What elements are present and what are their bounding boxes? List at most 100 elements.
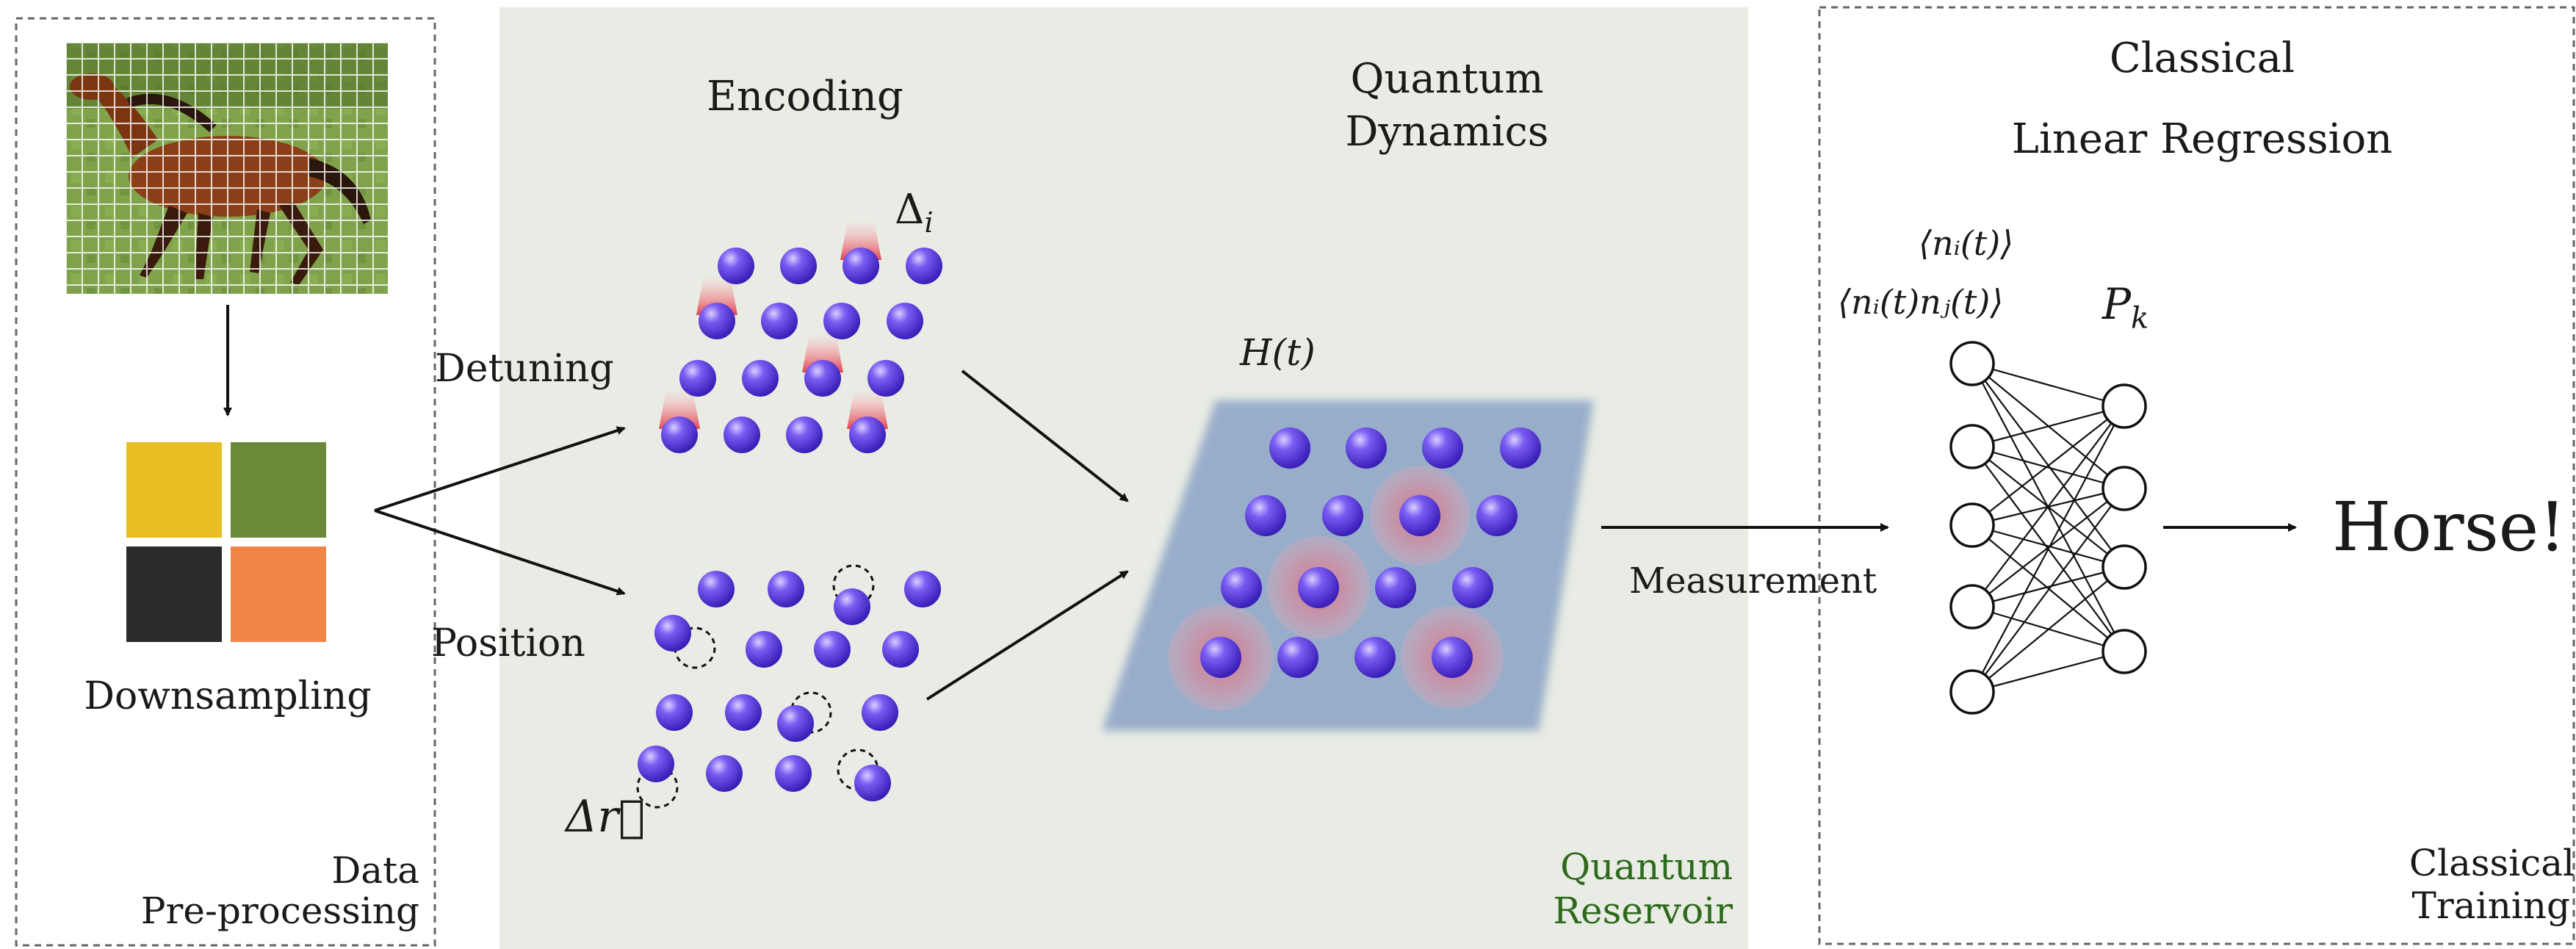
atom	[849, 416, 886, 453]
regression-weight-edge	[1971, 445, 2125, 490]
atom	[1269, 427, 1310, 469]
regression-weight-edge	[1971, 524, 2125, 569]
detuning-label: Detuning	[435, 347, 614, 391]
atom	[854, 765, 891, 801]
atom	[699, 303, 735, 339]
atom	[823, 303, 860, 339]
delta-i-label: Δi	[895, 186, 934, 239]
atom-array	[638, 248, 1541, 801]
input-feature-node	[1949, 341, 1995, 386]
atom	[867, 360, 904, 397]
detuning-beam	[840, 220, 881, 260]
atom	[1322, 495, 1363, 536]
regression-weight-edge	[1971, 566, 2125, 608]
output-node	[2101, 629, 2147, 674]
preprocessing-panel-label-line1: Data	[331, 849, 419, 892]
atom	[698, 571, 735, 607]
regression-weight-edge	[1971, 405, 2125, 607]
atom	[761, 303, 798, 339]
regression-weight-edge	[1971, 650, 2125, 693]
atom	[1422, 427, 1463, 469]
atom	[882, 631, 919, 668]
atom	[887, 303, 923, 339]
atom	[786, 416, 823, 453]
linear-regression-network	[1949, 341, 2147, 715]
atom	[724, 416, 760, 453]
atom	[1452, 567, 1493, 608]
downsample-cell-black	[126, 546, 222, 642]
detuning-beam	[847, 389, 888, 429]
dynamics-title-line2: Dynamics	[1345, 108, 1549, 156]
regression-title-line1: Classical	[2109, 35, 2295, 82]
atom	[906, 248, 942, 284]
atom	[1200, 637, 1241, 678]
atom	[843, 248, 879, 284]
measurement-label: Measurement	[1629, 560, 1877, 602]
dynamics-title-line1: Quantum	[1350, 55, 1544, 103]
atom	[1432, 637, 1473, 678]
atom	[862, 694, 898, 731]
regression-weight-edge	[1971, 488, 2125, 693]
atom	[742, 360, 779, 397]
detuning-beams	[659, 220, 888, 429]
delta-r-label: Δr⃗	[566, 791, 646, 842]
atom	[834, 588, 870, 625]
encoding-title: Encoding	[707, 73, 903, 120]
atom	[1375, 567, 1416, 608]
regression-weight-edge	[1971, 405, 2125, 448]
reservoir-panel-label-line2: Reservoir	[1553, 890, 1733, 932]
atom	[654, 615, 691, 652]
atom	[638, 746, 674, 782]
regression-weight-edge	[1971, 362, 2125, 408]
input-feature-node	[1949, 502, 1995, 548]
atom	[725, 694, 762, 731]
reservoir-panel-label-line1: Quantum	[1560, 845, 1733, 888]
position-label: Position	[431, 621, 585, 665]
atom	[1346, 427, 1387, 469]
downsample-cell-orange	[231, 546, 326, 642]
input-feature-node	[1949, 424, 1995, 469]
input-feature-node	[1949, 584, 1995, 629]
atom	[656, 694, 693, 731]
atom	[706, 755, 743, 792]
output-node	[2101, 383, 2147, 429]
arrow-to-detuning	[374, 426, 626, 512]
atom	[768, 571, 804, 607]
atom	[780, 248, 817, 284]
regression-weight-edge	[1971, 524, 2125, 652]
atom	[1277, 637, 1318, 678]
atom	[1221, 567, 1262, 608]
output-p-k-label: Pk	[2102, 279, 2149, 336]
atom	[1245, 495, 1286, 536]
atom	[679, 360, 716, 397]
arrow-position-to-dynamics	[926, 570, 1129, 701]
input-feature-node	[1949, 669, 1995, 715]
atom	[661, 416, 698, 453]
arrow-to-position	[374, 509, 626, 596]
training-panel-border	[1818, 6, 2575, 945]
output-node	[2101, 544, 2147, 590]
atom	[1500, 427, 1541, 469]
atom	[804, 360, 841, 397]
arrow-detuning-to-dynamics	[961, 369, 1129, 502]
atom	[746, 631, 782, 668]
regression-weight-edge	[1971, 566, 2125, 693]
downsample-cell-green	[231, 442, 326, 538]
preprocessing-panel-border	[15, 17, 436, 947]
atom	[718, 248, 754, 284]
observable-n-i-n-j: ⟨nᵢ(t)nⱼ(t)⟩	[1838, 282, 2004, 322]
result-label: Horse!	[2332, 488, 2566, 566]
hamiltonian-label: H(t)	[1240, 331, 1316, 374]
atom	[775, 755, 812, 792]
atom	[1476, 495, 1518, 536]
atom	[1399, 495, 1440, 536]
output-node	[2101, 466, 2147, 511]
detuning-beam	[696, 275, 737, 315]
atom	[1354, 637, 1396, 678]
regression-weight-edge	[1971, 405, 2125, 693]
regression-title-line2: Linear Regression	[2011, 115, 2393, 163]
observable-n-i: ⟨nᵢ(t)⟩	[1919, 223, 2014, 263]
training-panel-label-line1: Classical	[2409, 842, 2575, 884]
atom	[904, 571, 941, 607]
